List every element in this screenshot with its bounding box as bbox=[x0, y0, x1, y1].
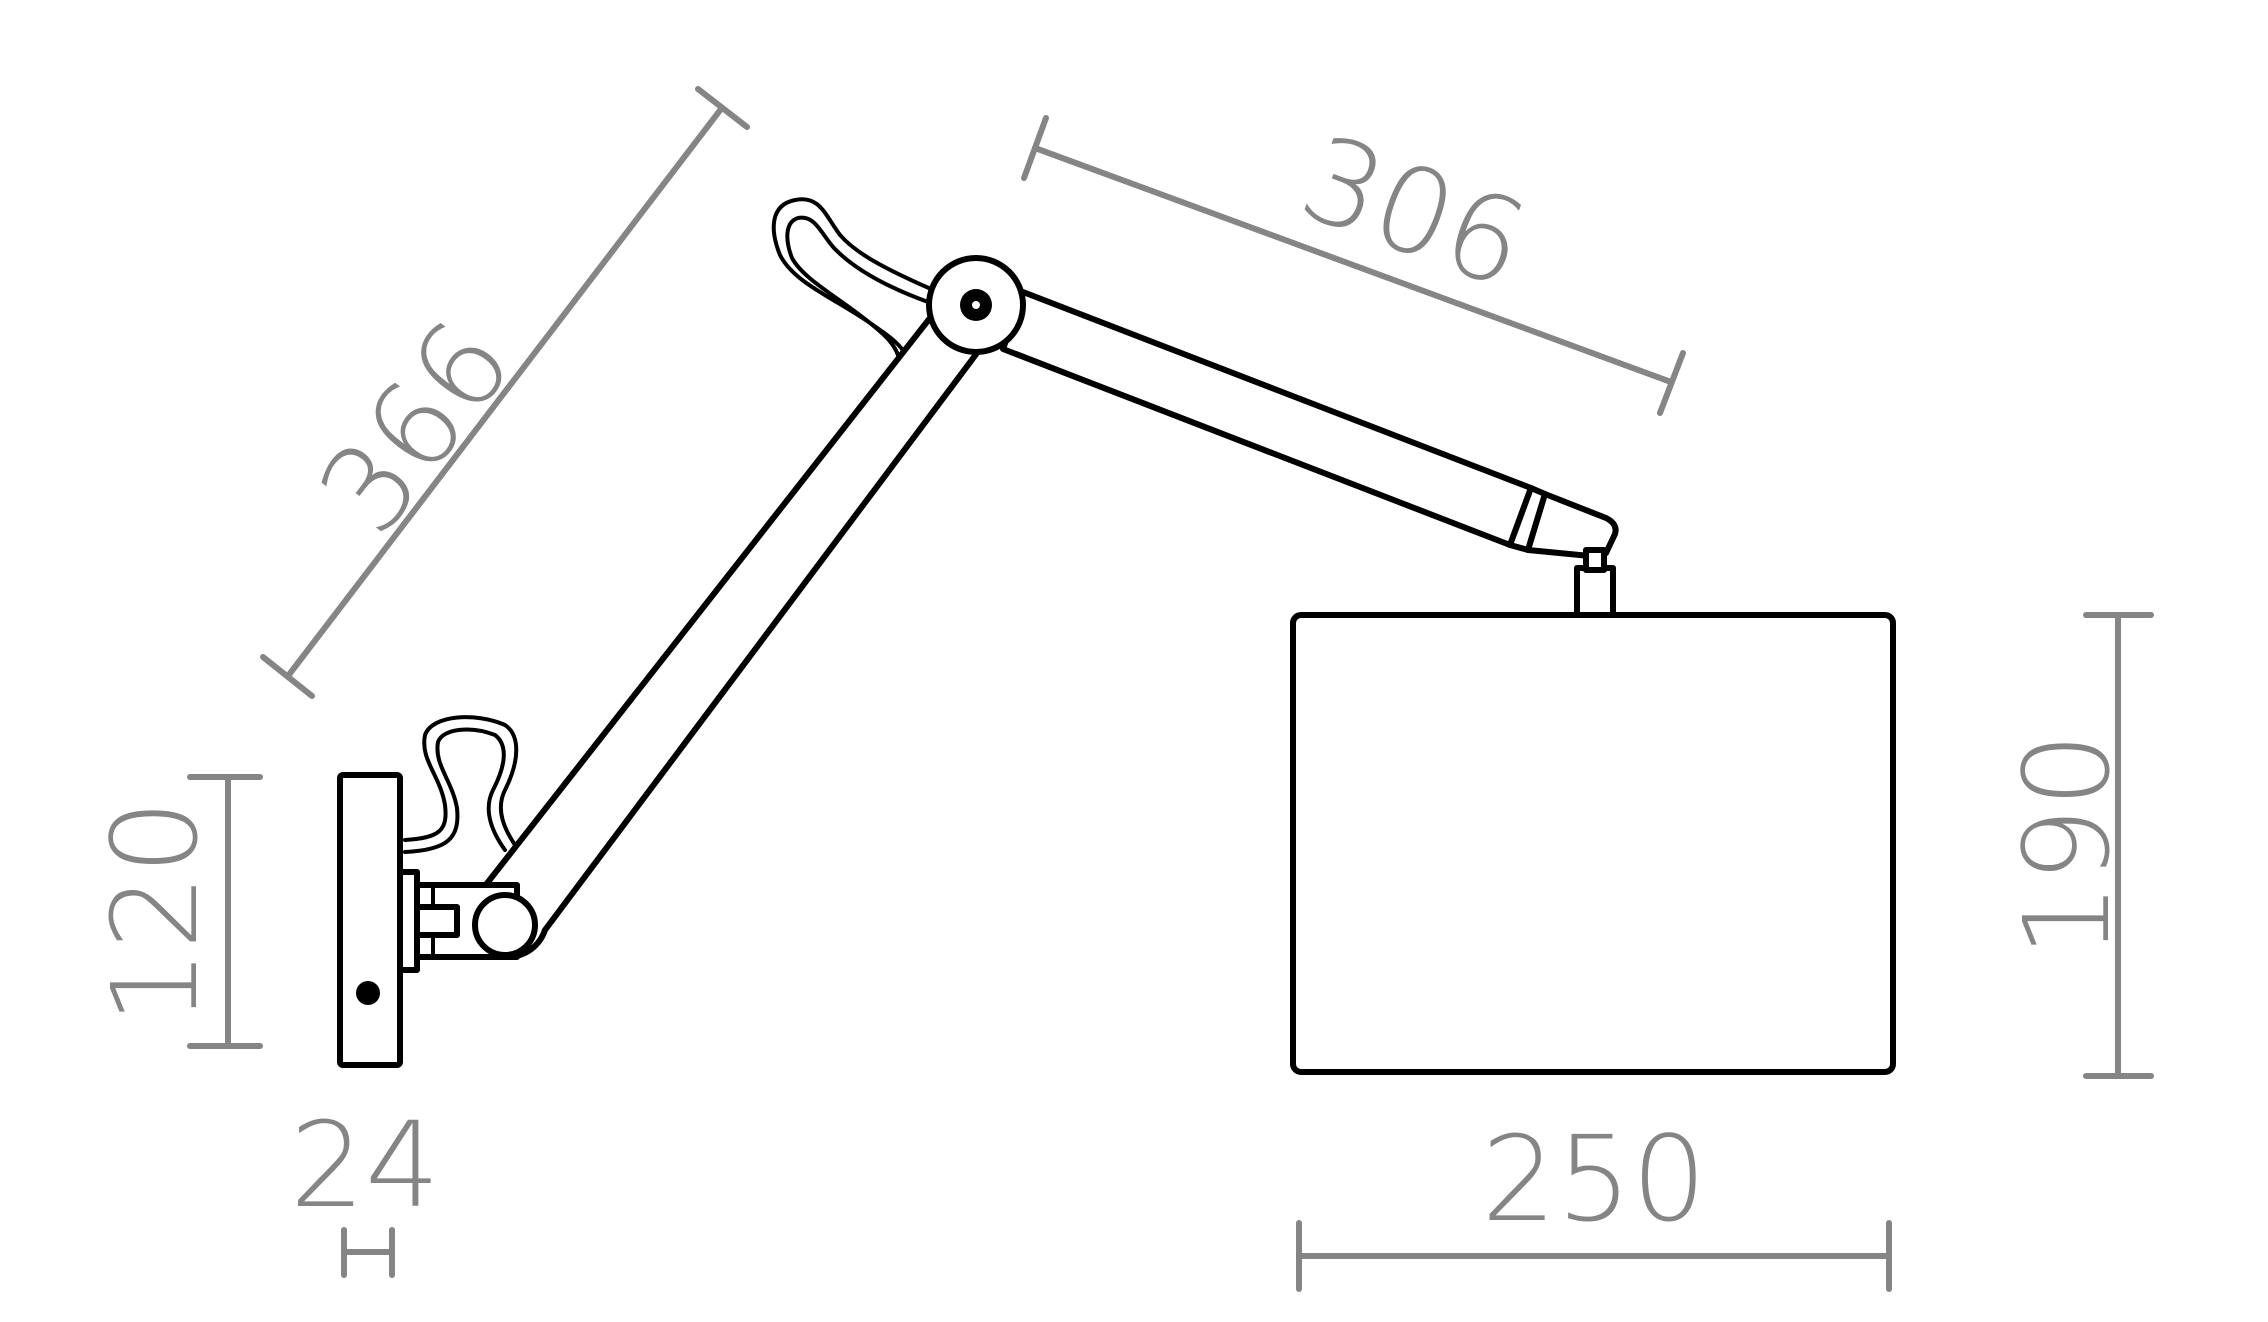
dimension-tick-306-start bbox=[1021, 115, 1049, 181]
dimension-line-366 bbox=[285, 106, 724, 679]
dimension-250: 250 bbox=[1296, 1110, 1892, 1292]
shade-assembly bbox=[1290, 547, 1896, 1075]
wall-mount bbox=[337, 715, 538, 1068]
upper-arm bbox=[1000, 289, 1619, 561]
dimension-120: 120 bbox=[86, 774, 263, 1049]
dimension-tick-366-end bbox=[695, 86, 750, 130]
lamp-shade bbox=[1290, 612, 1896, 1075]
shade-stem bbox=[1574, 565, 1616, 618]
dimension-24: 24 bbox=[290, 1096, 440, 1278]
mounting-screw-icon bbox=[356, 981, 380, 1005]
dimension-tick-366-start bbox=[260, 654, 315, 699]
dimension-label-120: 120 bbox=[86, 799, 224, 1024]
dimension-label-24: 24 bbox=[290, 1096, 440, 1234]
dimension-tick-306-end bbox=[1657, 350, 1686, 416]
wall-plate bbox=[337, 772, 403, 1068]
dimension-label-306: 306 bbox=[1285, 108, 1544, 315]
dimension-366: 366 bbox=[260, 86, 750, 699]
lower-arm bbox=[465, 315, 980, 960]
dimension-line-306 bbox=[1032, 145, 1674, 385]
dimension-190: 190 bbox=[1998, 612, 2154, 1079]
dimension-label-250: 250 bbox=[1481, 1110, 1706, 1248]
dimension-label-190: 190 bbox=[1998, 732, 2136, 957]
cable-loop-upper bbox=[771, 197, 935, 364]
dimension-label-366: 366 bbox=[292, 296, 538, 559]
elbow-joint bbox=[926, 255, 1026, 355]
